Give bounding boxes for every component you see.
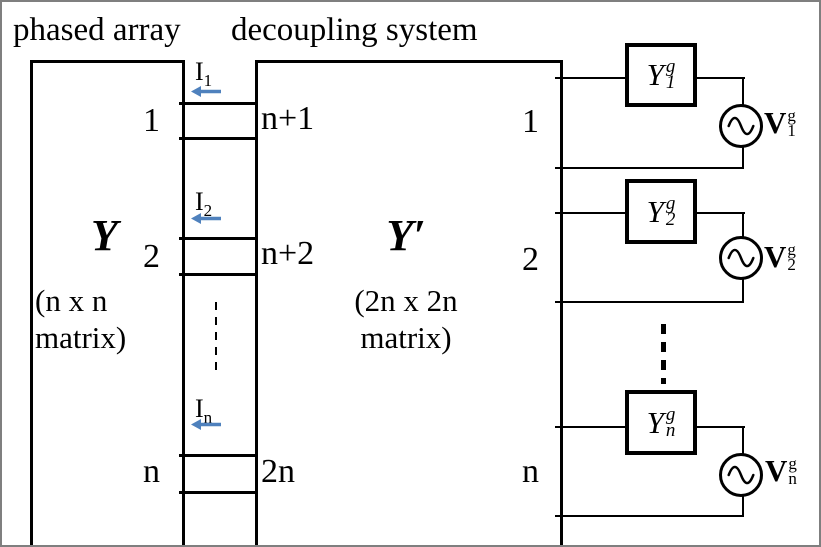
admittance-superscript: g bbox=[665, 56, 676, 77]
dec-left-port-label-2n: 2n bbox=[261, 453, 295, 490]
matrix-note-line2: matrix) bbox=[35, 320, 127, 355]
current-subscript: 1 bbox=[203, 71, 213, 90]
pa-port-label-2: 2 bbox=[143, 238, 160, 275]
wire bbox=[555, 301, 744, 303]
port2-channel-top-line bbox=[179, 237, 255, 240]
admittance-symbol: Y bbox=[646, 404, 664, 440]
phased-array-symbol: Y bbox=[91, 211, 118, 260]
voltage-superscript: g bbox=[787, 106, 796, 125]
dec-left-port-label-n1: n+1 bbox=[261, 100, 315, 137]
current-arrow-icon bbox=[191, 85, 221, 98]
wire bbox=[555, 426, 625, 428]
ac-source-1 bbox=[719, 104, 763, 148]
admittance-symbol: Y bbox=[646, 57, 664, 92]
portn-channel-bottom-line bbox=[179, 491, 255, 494]
admittance-superscript: g bbox=[665, 192, 676, 214]
pa-port-label-1: 1 bbox=[143, 102, 160, 139]
admittance-subscript: 1 bbox=[665, 72, 676, 93]
phased-array-box bbox=[30, 60, 185, 545]
current-subscript: 2 bbox=[203, 201, 213, 220]
wire bbox=[695, 77, 745, 79]
wire bbox=[742, 279, 744, 303]
ac-source-2 bbox=[719, 236, 763, 280]
wire bbox=[742, 427, 744, 454]
ac-source-n bbox=[719, 453, 763, 497]
voltage-superscript: g bbox=[787, 240, 796, 259]
voltage-symbol: V bbox=[765, 453, 788, 488]
wire bbox=[742, 147, 744, 169]
decoupling-symbol: Y′ bbox=[386, 211, 426, 260]
admittance-subscript: 2 bbox=[665, 208, 676, 230]
wire bbox=[742, 496, 744, 517]
port1-channel-top-line bbox=[179, 102, 255, 105]
current-arrow-icon bbox=[191, 212, 221, 225]
dec-right-port-label-n: n bbox=[522, 453, 539, 490]
current-label-in: In bbox=[195, 394, 213, 428]
sine-wave-icon bbox=[727, 116, 755, 136]
current-label-i2: I2 bbox=[195, 187, 213, 221]
port1-channel-bottom-line bbox=[179, 137, 255, 140]
wire bbox=[555, 515, 744, 517]
current-symbol: I bbox=[195, 57, 204, 86]
portn-channel-top-line bbox=[179, 454, 255, 457]
matrix-note-line1: (2n x 2n bbox=[354, 283, 458, 318]
matrix-note-line1: (n x n bbox=[35, 283, 108, 318]
current-subscript: n bbox=[203, 408, 213, 427]
wire bbox=[555, 212, 625, 214]
phased-array-title: phased array bbox=[13, 12, 181, 48]
decoupling-system-title: decoupling system bbox=[231, 12, 478, 48]
ellipsis-dashed-line-left bbox=[215, 302, 217, 374]
voltage-subscript: 1 bbox=[787, 121, 796, 140]
wire bbox=[555, 77, 625, 79]
wire bbox=[555, 167, 744, 169]
admittance-superscript: g bbox=[665, 403, 676, 425]
port2-channel-bottom-line bbox=[179, 273, 255, 276]
wire bbox=[742, 213, 744, 237]
voltage-symbol: V bbox=[764, 239, 787, 274]
decoupling-matrix-note: (2n x 2n matrix) bbox=[316, 282, 496, 356]
wire bbox=[695, 212, 745, 214]
sine-wave-icon bbox=[727, 465, 755, 485]
admittance-symbol: Y bbox=[646, 193, 664, 229]
matrix-note-line2: matrix) bbox=[360, 320, 452, 355]
voltage-superscript: g bbox=[788, 454, 797, 473]
current-symbol: I bbox=[195, 394, 204, 423]
admittance-subscript: n bbox=[665, 419, 676, 441]
pa-port-label-n: n bbox=[143, 453, 160, 490]
decoupling-box bbox=[255, 60, 563, 545]
dec-right-port-label-2: 2 bbox=[522, 241, 539, 278]
dec-right-port-label-1: 1 bbox=[522, 103, 539, 140]
wire bbox=[742, 78, 744, 106]
ellipsis-dashed-line-right bbox=[661, 324, 666, 384]
current-arrow-icon bbox=[191, 418, 221, 431]
phased-array-matrix-note: (n x n matrix) bbox=[35, 282, 126, 356]
sine-wave-icon bbox=[727, 248, 755, 268]
current-symbol: I bbox=[195, 187, 204, 216]
voltage-symbol: V bbox=[764, 105, 787, 140]
current-label-i1: I1 bbox=[195, 57, 213, 91]
voltage-subscript: n bbox=[788, 469, 797, 488]
wire bbox=[695, 426, 745, 428]
voltage-subscript: 2 bbox=[787, 255, 796, 274]
dec-left-port-label-n2: n+2 bbox=[261, 235, 315, 272]
